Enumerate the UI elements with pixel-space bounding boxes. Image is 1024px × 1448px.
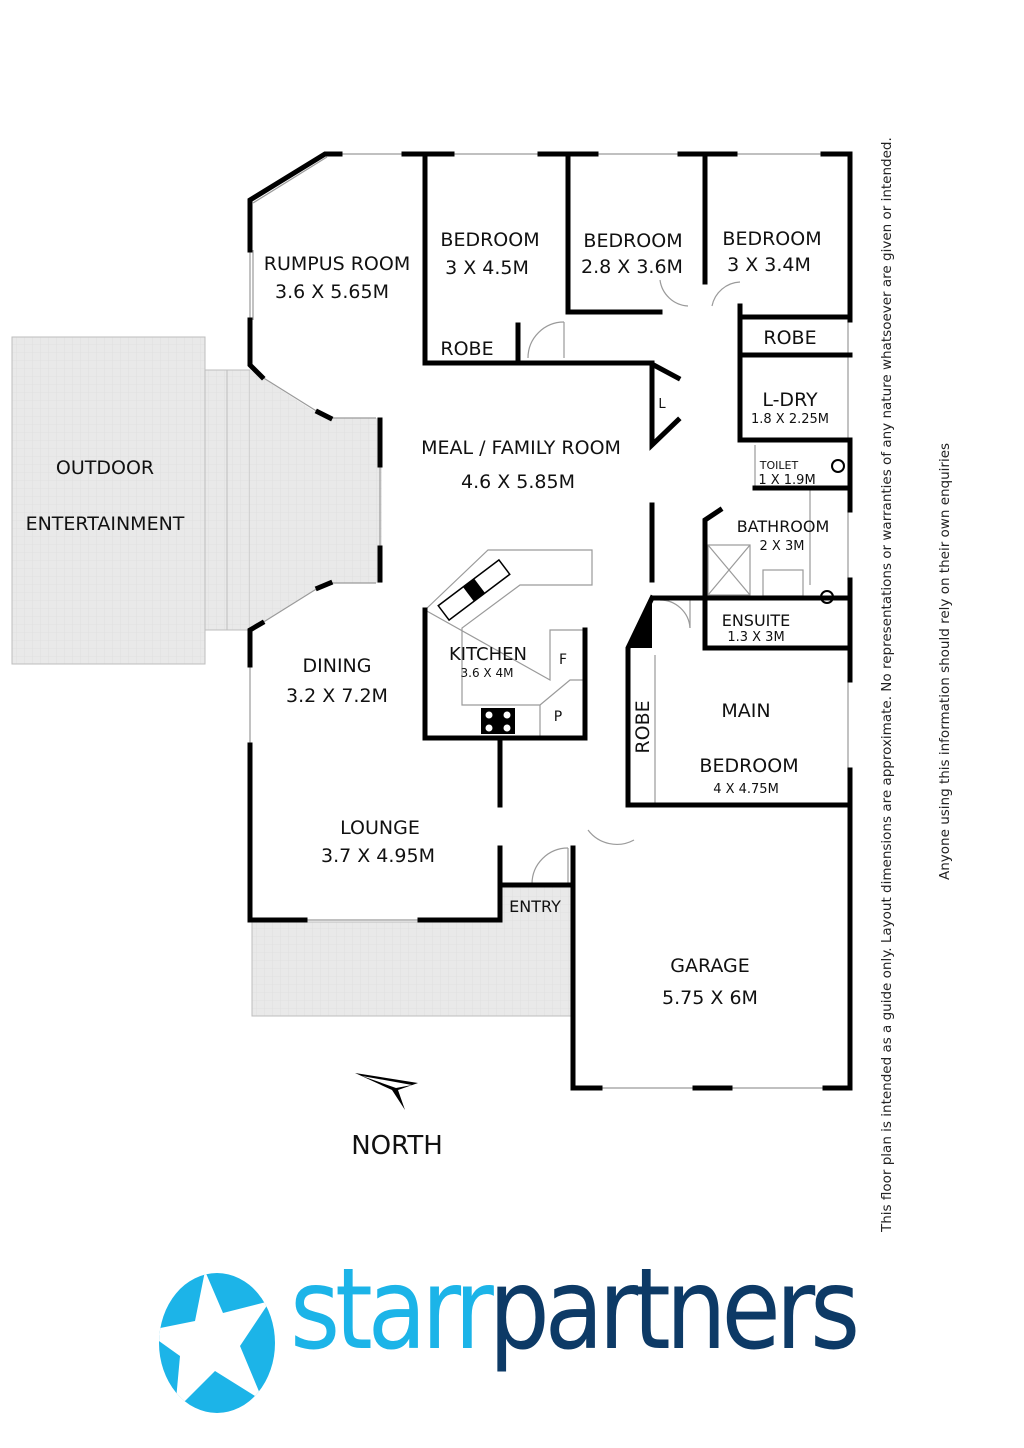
- room-dims-ensuite: 1.3 X 3M: [727, 630, 784, 645]
- room-dims-dining: 3.2 X 7.2M: [286, 685, 388, 707]
- room-label-laundry: L-DRY: [762, 389, 818, 411]
- toilet-icon: [831, 459, 845, 473]
- room-dims-bedroom-1: 3 X 4.5M: [445, 257, 529, 279]
- room-label-bedroom-2: BEDROOM: [583, 230, 682, 252]
- room-dims-bedroom-2: 2.8 X 3.6M: [581, 256, 683, 278]
- disclaimer-line-1: This floor plan is intended as a guide o…: [879, 137, 895, 1232]
- brand-wordmark: starrpartners: [290, 1254, 860, 1366]
- room-label-lounge: LOUNGE: [340, 817, 420, 839]
- walls: [247, 151, 853, 1091]
- room-label-robe-2: ROBE: [763, 327, 816, 349]
- room-label-bedroom-3: BEDROOM: [722, 228, 821, 250]
- brand-name-part-1: starr: [290, 1245, 494, 1375]
- room-label-rumpus: RUMPUS ROOM: [264, 253, 410, 275]
- brand-logo: starrpartners: [150, 1254, 910, 1428]
- room-label-main-1: MAIN: [721, 700, 770, 722]
- room-label-dining: DINING: [303, 655, 372, 677]
- room-label-main-2: BEDROOM: [699, 755, 798, 777]
- room-dims-toilet: 1 X 1.9M: [758, 473, 815, 488]
- disclaimer-line-2: Anyone using this information should rel…: [937, 442, 953, 880]
- room-dims-laundry: 1.8 X 2.25M: [751, 412, 829, 427]
- room-label-kitchen: KITCHEN: [449, 644, 527, 665]
- room-label-linen: L: [658, 397, 666, 412]
- brand-name-part-2: partners: [488, 1245, 861, 1375]
- north-arrow-icon: [355, 1073, 418, 1110]
- room-dims-kitchen: 3.6 X 4M: [461, 666, 514, 680]
- room-label-ensuite: ENSUITE: [722, 611, 791, 630]
- outdoor-paving: [11, 336, 575, 1017]
- room-label-fridge: F: [559, 652, 567, 668]
- room-label-robe-3: ROBE: [632, 700, 654, 753]
- room-label-bedroom-1: BEDROOM: [440, 229, 539, 251]
- sink-icon: [437, 558, 511, 622]
- room-label-robe-1: ROBE: [440, 338, 493, 360]
- robe-wall-fill: [628, 600, 652, 648]
- room-dims-bedroom-3: 3 X 3.4M: [727, 254, 811, 276]
- windows-and-fixtures: [249, 153, 849, 1089]
- room-label-entry: ENTRY: [509, 897, 561, 916]
- north-label: NORTH: [351, 1131, 443, 1161]
- ensuite-toilet-icon: [820, 590, 834, 604]
- room-label-meal-family: MEAL / FAMILY ROOM: [421, 437, 621, 459]
- room-label-outdoor-1: OUTDOOR: [56, 457, 154, 479]
- room-dims-meal-family: 4.6 X 5.85M: [461, 471, 575, 493]
- room-label-bathroom: BATHROOM: [737, 517, 830, 536]
- room-dims-main: 4 X 4.75M: [713, 782, 779, 797]
- star-circle-logo-icon: [159, 1273, 275, 1413]
- room-dims-bathroom: 2 X 3M: [760, 539, 805, 554]
- room-dims-lounge: 3.7 X 4.95M: [321, 845, 435, 867]
- room-label-garage: GARAGE: [670, 955, 750, 977]
- room-dims-rumpus: 3.6 X 5.65M: [275, 281, 389, 303]
- room-label-outdoor-2: ENTERTAINMENT: [26, 513, 185, 535]
- cooktop-icon: [481, 708, 515, 734]
- room-dims-garage: 5.75 X 6M: [662, 987, 758, 1009]
- room-label-toilet: TOILET: [759, 459, 799, 472]
- room-label-pantry: P: [554, 709, 562, 725]
